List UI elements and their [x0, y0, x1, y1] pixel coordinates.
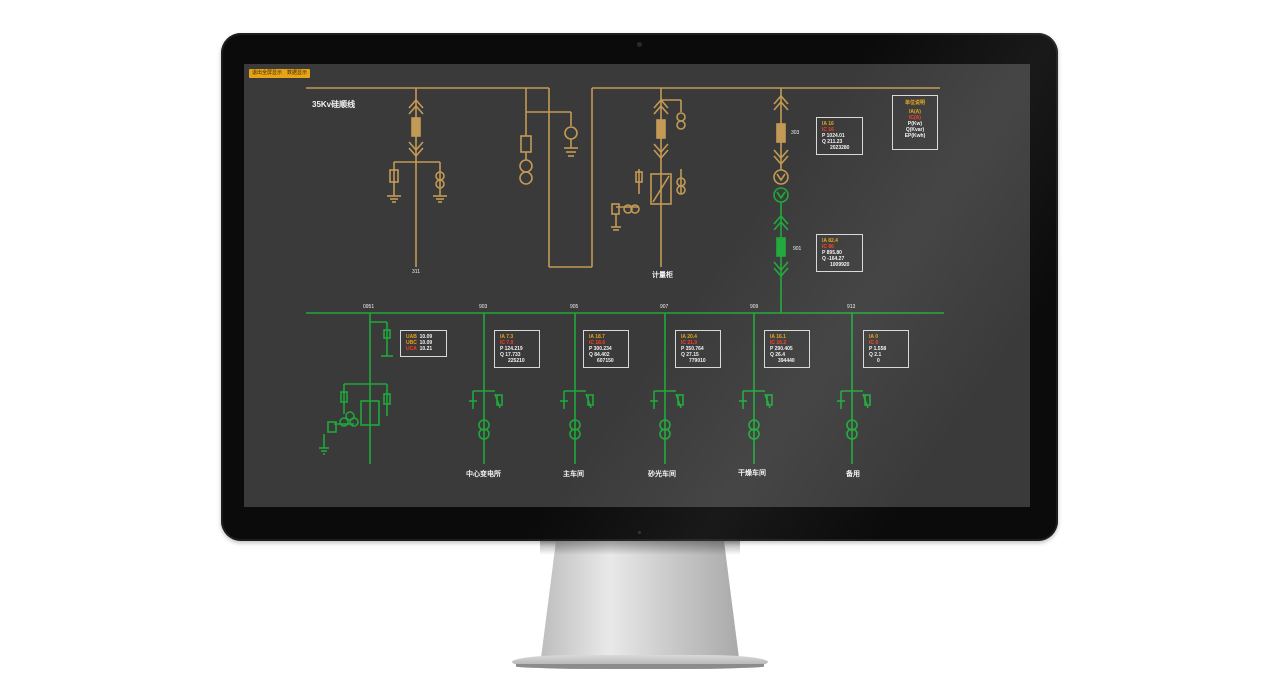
- ic-value: IC 16: [822, 127, 834, 133]
- label-311: 311: [412, 269, 420, 275]
- feeder-name-907: 砂光车间: [648, 471, 676, 478]
- ep-value: 1009920: [830, 262, 850, 268]
- p-value: P 1.558: [869, 346, 887, 352]
- ep-value: 607150: [597, 358, 614, 364]
- p-value: P 300.234: [589, 346, 612, 352]
- legend-ic: IC(A): [909, 115, 921, 121]
- q-value: Q 84.402: [589, 352, 610, 358]
- label-0951: 0951: [363, 304, 375, 310]
- monitor-stand-base-edge: [516, 664, 764, 669]
- ia-value: IA 20.4: [681, 334, 697, 340]
- q-value: Q 2.1: [869, 352, 882, 358]
- ep-value: 779010: [689, 358, 706, 364]
- ep-value: 394440: [778, 358, 795, 364]
- legend-q: Q(Kvar): [905, 127, 925, 133]
- monitor-stand-neck: [540, 541, 740, 666]
- ic-value: IC 86: [822, 244, 834, 250]
- ep-value: 2023280: [830, 145, 850, 151]
- legend-title: 单位说明: [904, 100, 925, 106]
- ic-value: IC 21.0: [681, 340, 698, 346]
- ia-value: IA 16.1: [770, 334, 786, 340]
- bezel-indicator: [638, 531, 641, 534]
- ic-value: IC 0: [869, 340, 879, 346]
- p-value: P 124.219: [500, 346, 523, 352]
- readout-913: IA 0 IC 0 P 1.558 Q 2.1 0: [863, 330, 909, 368]
- monitor-bezel: 退出全屏显示 数据显示: [221, 33, 1058, 541]
- q-value: Q 211.23: [822, 139, 843, 145]
- ic-value: IC 16.2: [770, 340, 787, 346]
- label-913: 913: [847, 304, 856, 310]
- label-901: 901: [793, 246, 802, 252]
- scada-screen: 退出全屏显示 数据显示: [244, 64, 1030, 507]
- ubc-value: 10.09: [419, 340, 433, 346]
- readout-903: IA 7.3 IC 7.9 P 124.219 Q 17.733 225210: [494, 330, 540, 368]
- readout-905: IA 18.7 IC 18.6 P 300.234 Q 84.402 60715…: [583, 330, 629, 368]
- single-line-diagram: [306, 87, 944, 464]
- p-value: P 1024.01: [822, 133, 845, 139]
- readout-303: IA 16 IC 16 P 1024.01 Q 211.23 2023280: [816, 117, 863, 155]
- legend-p: P(Kw): [907, 121, 923, 127]
- line-title: 35Kv硅顺线: [312, 100, 356, 109]
- stand-shadow: [540, 541, 740, 555]
- p-value: P 350.764: [681, 346, 704, 352]
- feeder-name-909: 干燥车间: [738, 470, 766, 477]
- ia-value: IA 18.7: [589, 334, 605, 340]
- data-display-button[interactable]: 数据显示: [284, 69, 311, 78]
- readout-909: IA 16.1 IC 16.2 P 290.405 Q 26.4 394440: [764, 330, 810, 368]
- label-303: 303: [791, 130, 800, 136]
- q-value: Q 26.4: [770, 352, 786, 358]
- uab-value: 10.09: [419, 334, 433, 340]
- label-907: 907: [660, 304, 669, 310]
- uab-label: UAB: [406, 334, 417, 340]
- ep-value: 0: [877, 358, 880, 364]
- uca-label: UCA: [406, 346, 417, 352]
- legend-ia: IA(A): [909, 109, 921, 115]
- webcam-dot: [637, 42, 642, 47]
- p-value: P 290.405: [770, 346, 793, 352]
- q-value: Q -164.27: [822, 256, 845, 262]
- readout-907: IA 20.4 IC 21.0 P 350.764 Q 27.15 779010: [675, 330, 721, 368]
- q-value: Q 27.15: [681, 352, 699, 358]
- ia-value: IA 0: [869, 334, 878, 340]
- readout-901: IA 82.4 IC 86 P 895.80 Q -164.27 1009920: [816, 234, 863, 272]
- ic-value: IC 18.6: [589, 340, 606, 346]
- label-metering-cabinet: 计量柜: [652, 272, 673, 279]
- p-value: P 895.80: [822, 250, 842, 256]
- ia-value: IA 82.4: [822, 238, 838, 244]
- unit-legend: 单位说明 IA(A) IC(A) P(Kw) Q(Kvar) EP(Kwh): [892, 95, 938, 150]
- feeder-name-905: 主车间: [563, 471, 584, 478]
- exit-fullscreen-button[interactable]: 退出全屏显示: [249, 69, 286, 78]
- feeder-name-903: 中心变电所: [466, 471, 501, 478]
- label-905: 905: [570, 304, 579, 310]
- ep-value: 225210: [508, 358, 525, 364]
- feeder-name-913: 备用: [846, 471, 860, 478]
- legend-ep: EP(Kwh): [904, 133, 926, 139]
- ubc-label: UBC: [406, 340, 417, 346]
- label-903: 903: [479, 304, 488, 310]
- readout-0951-voltage: UAB 10.09 UBC 10.09 UCA 10.21: [400, 330, 447, 357]
- ic-value: IC 7.9: [500, 340, 514, 346]
- ia-value: IA 16: [822, 121, 834, 127]
- ia-value: IA 7.3: [500, 334, 514, 340]
- uca-value: 10.21: [419, 346, 433, 352]
- label-909: 909: [750, 304, 759, 310]
- q-value: Q 17.733: [500, 352, 521, 358]
